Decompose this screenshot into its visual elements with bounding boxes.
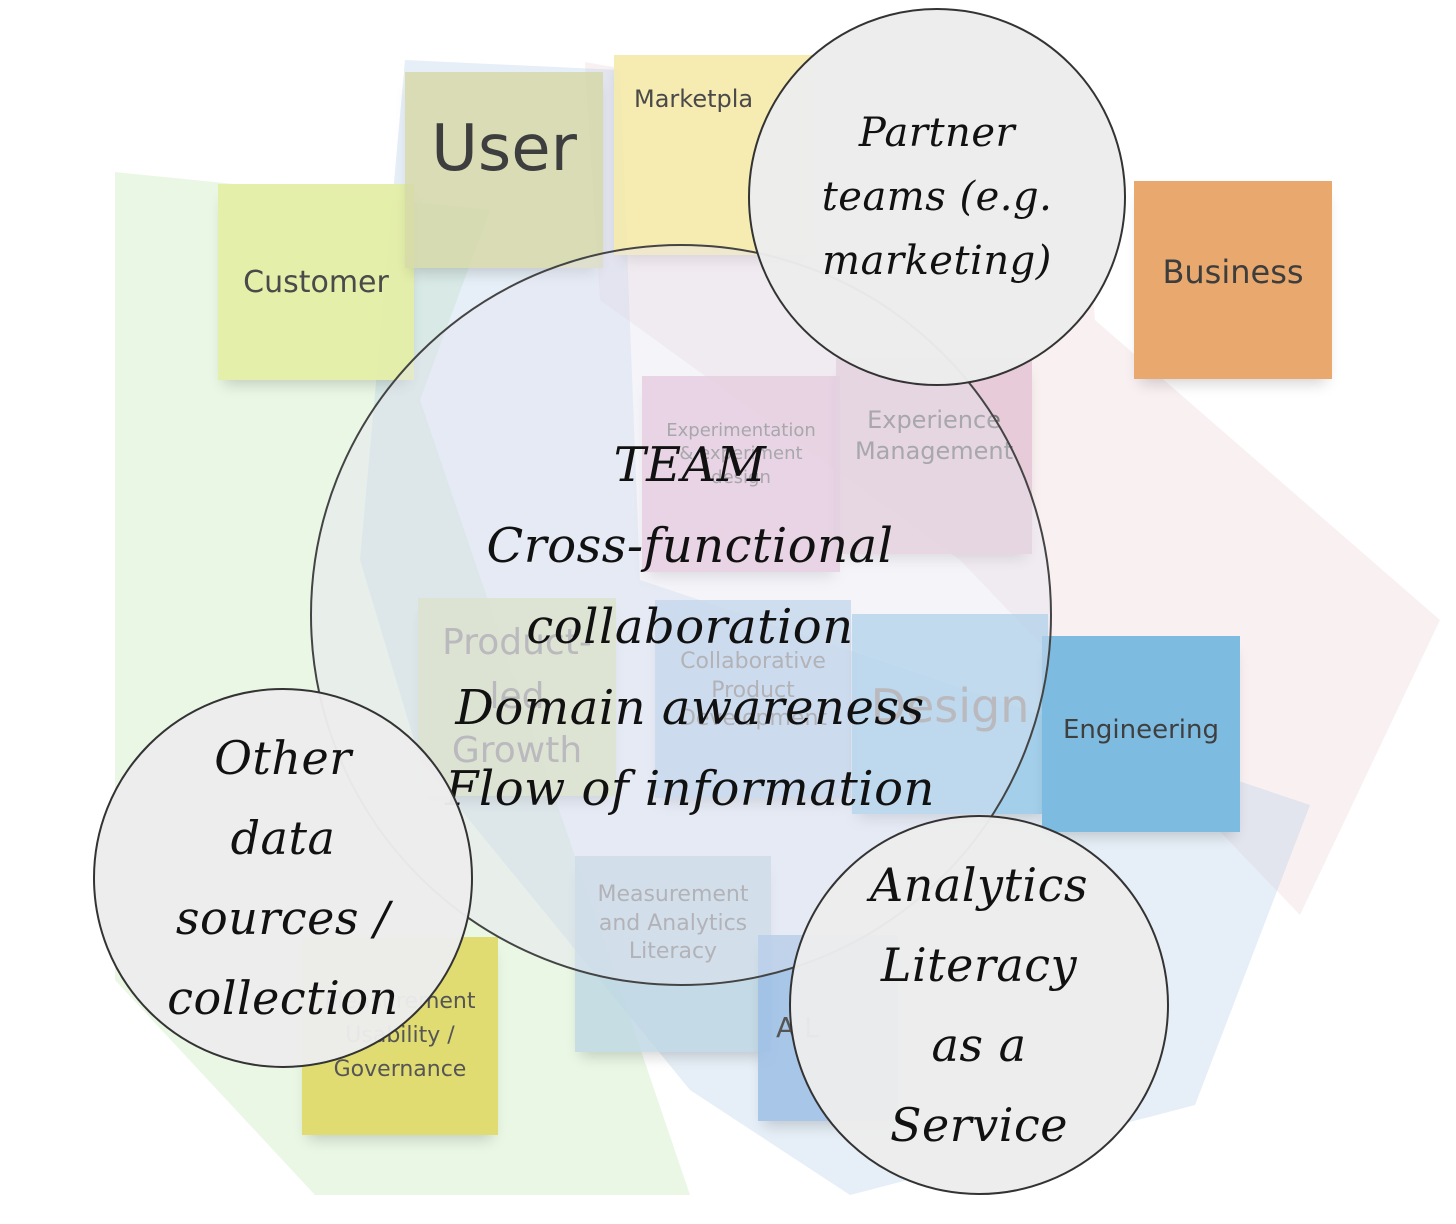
note-business: Business bbox=[1134, 181, 1332, 379]
note-customer: Customer bbox=[218, 184, 414, 380]
note-engineering: Engineering bbox=[1042, 636, 1240, 832]
note-user: User bbox=[405, 72, 603, 268]
team-line-flow-of-information: Flow of information bbox=[445, 761, 935, 817]
circle-other-data-sources: Other data sources / collection bbox=[93, 688, 473, 1068]
team-line-domain-awareness: Domain awareness bbox=[455, 680, 925, 736]
team-line-cross-functional: Cross-functional bbox=[486, 518, 894, 574]
circle-partner-teams: Partner teams (e.g. marketing) bbox=[748, 8, 1126, 386]
team-title: TEAM bbox=[613, 437, 767, 493]
circle-analytics-literacy: Analytics Literacy as a Service bbox=[789, 815, 1169, 1195]
team-line-collaboration: collaboration bbox=[526, 599, 854, 655]
team-text: TEAM Cross-functional collaboration Doma… bbox=[380, 425, 1000, 830]
